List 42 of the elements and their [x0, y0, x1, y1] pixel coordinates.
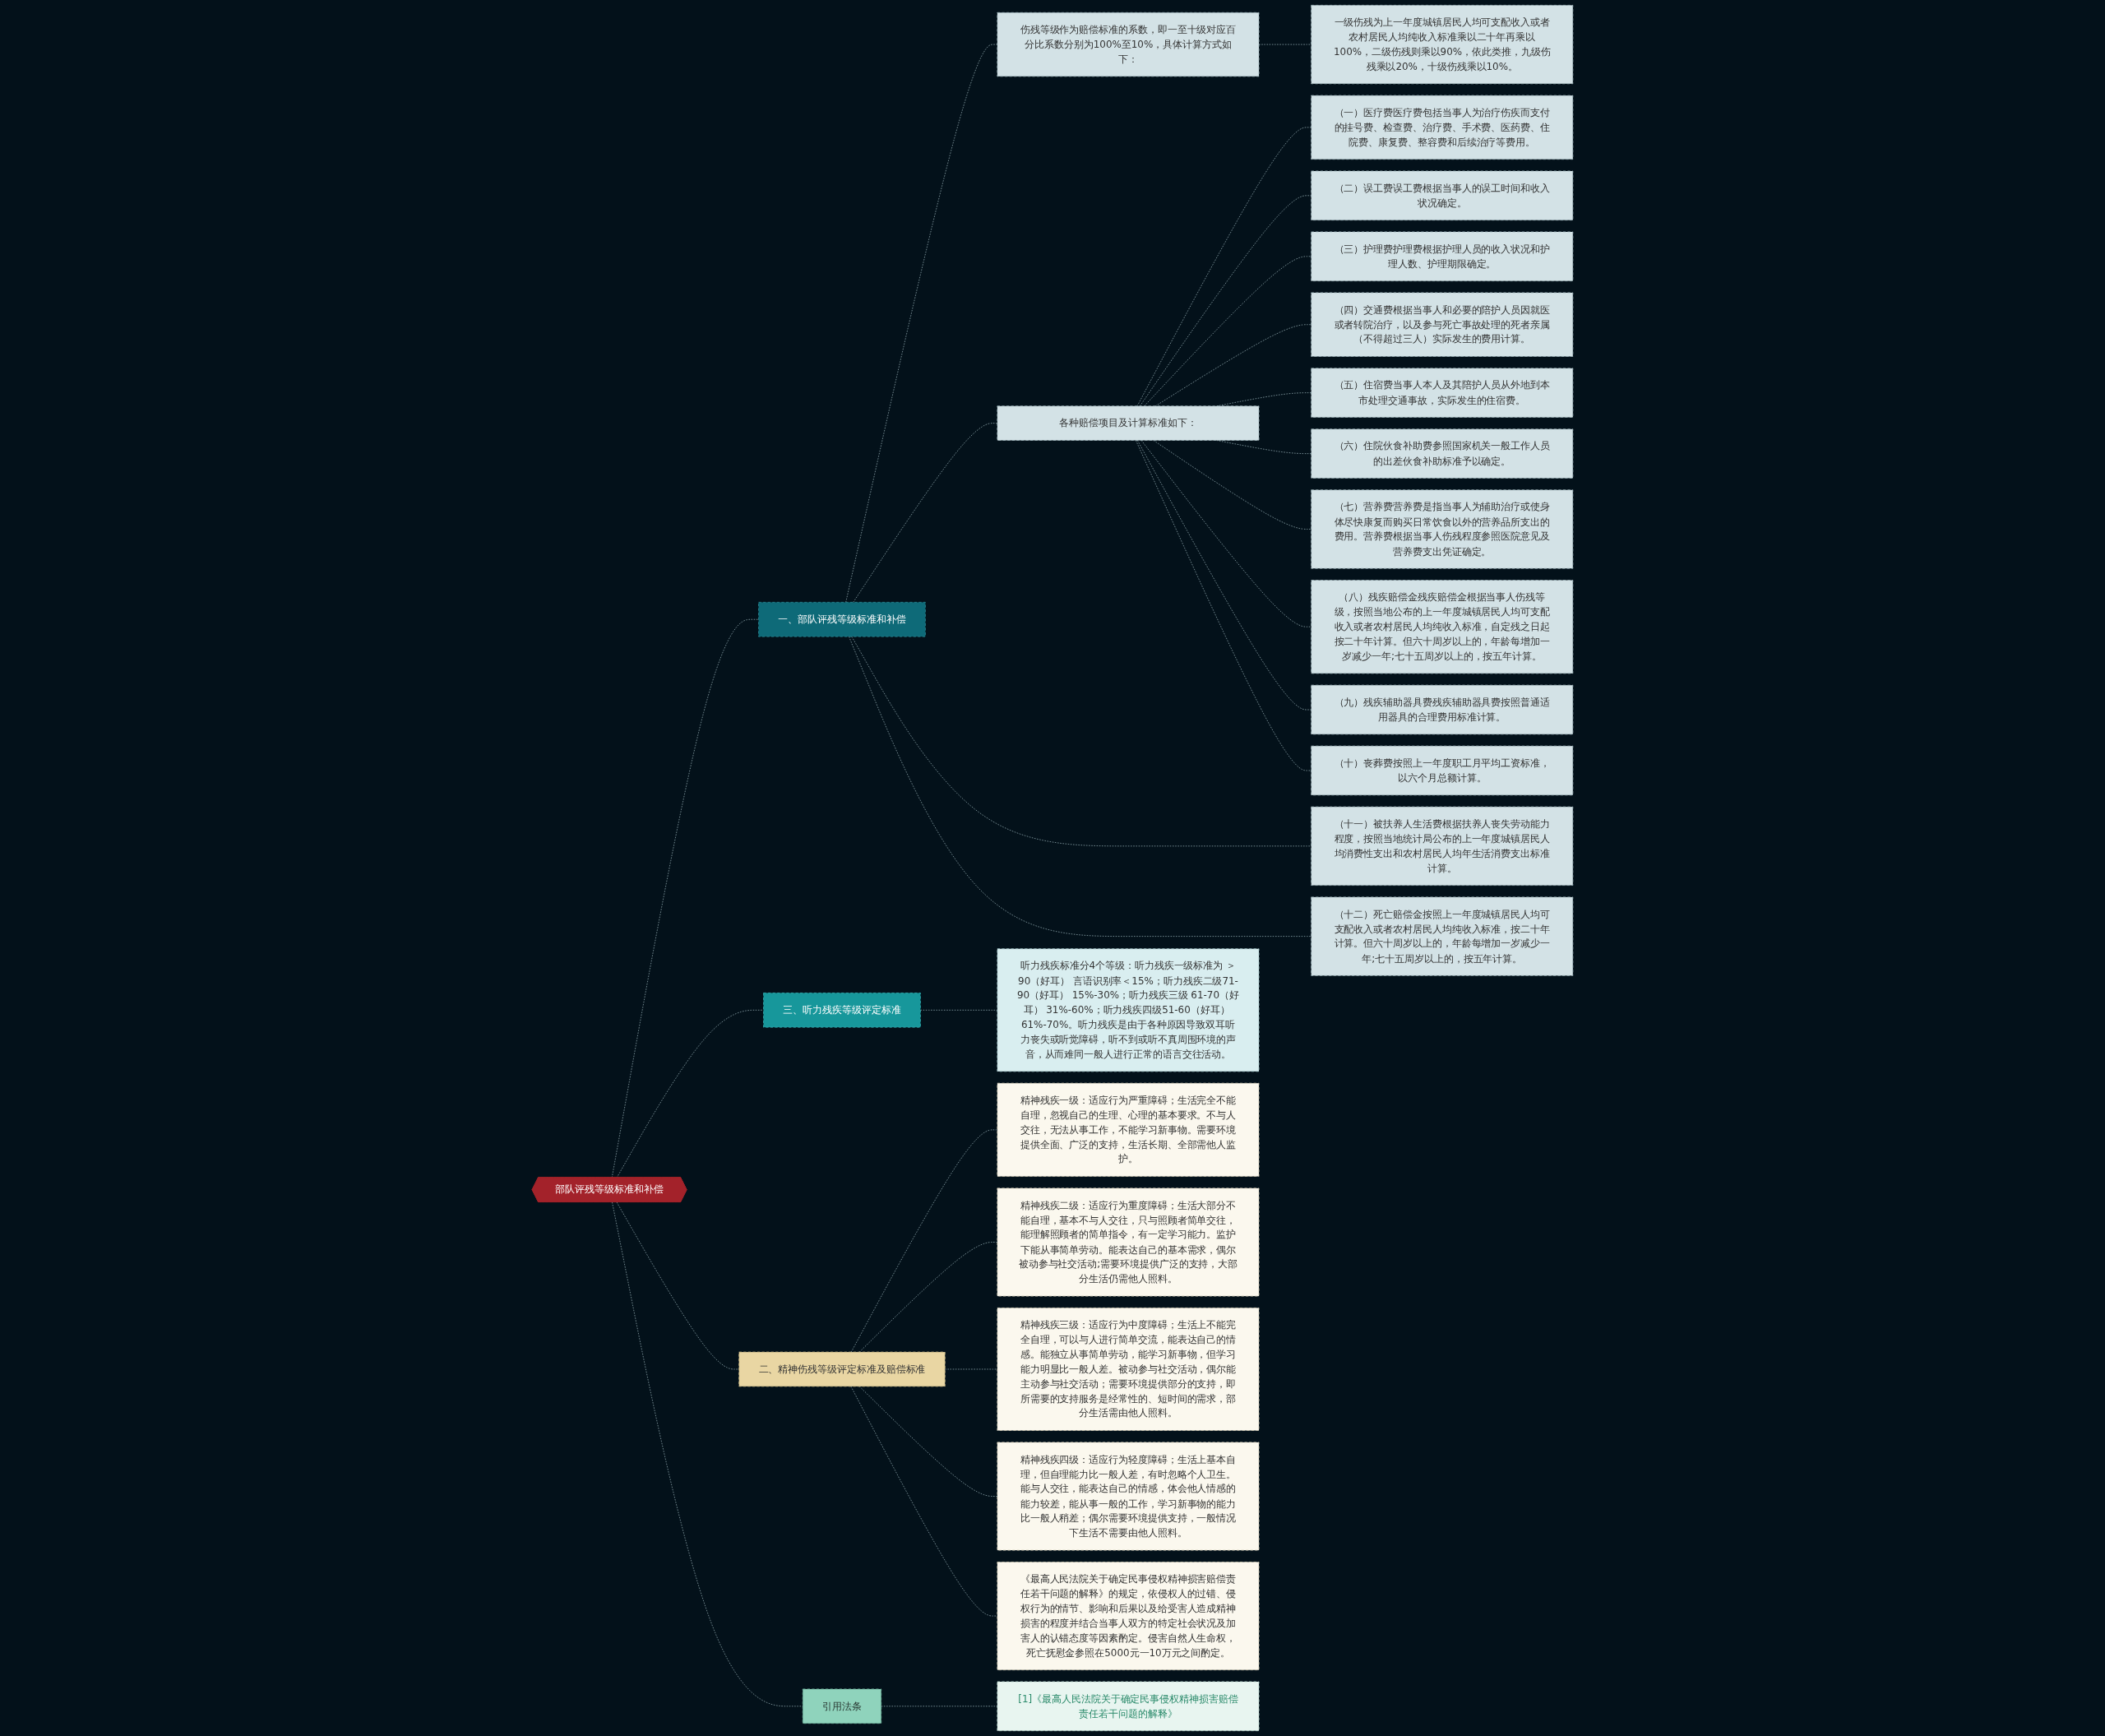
- connector: [1136, 440, 1312, 771]
- connector: [612, 1201, 803, 1707]
- connector: [1139, 195, 1312, 407]
- connector: [920, 1009, 998, 1011]
- node-box: 各种赔偿项目及计算标准如下：: [997, 405, 1260, 441]
- node-box: （八）残疾赔偿金残疾赔偿金根据当事人伤残等级，按照当地公布的上一年度城镇居民人均可支配收入或者农村居民人均纯收入标准，自定残之日起按二十年计算。但六十周岁以上的，年龄每增加一岁减少一年;七十五周岁以上的，按五年计算。: [1311, 580, 1574, 674]
- node-box: 伤残等级作为赔偿标准的系数，即一至十级对应百分比系数分别为100%至10%，具体计算方式如下：: [997, 12, 1260, 77]
- connector: [1137, 440, 1312, 711]
- connector: [850, 1386, 998, 1617]
- node-box: （二）误工费误工费根据当事人的误工时间和收入状况确定。: [1311, 170, 1574, 221]
- node-box: （九）残疾辅助器具费残疾辅助器具费按照普通适用器具的合理费用标准计算。: [1311, 684, 1574, 735]
- node-box: 二、精神伤残等级评定标准及赔偿标准: [738, 1351, 946, 1387]
- node-box: 精神残疾三级：适应行为中度障碍；生活上不能完全自理，可以与人进行简单交流，能表达自己的情感。能独立从事简单劳动，能学习新事物，但学习能力明显比一般人差。被动参与社交活动，偶尔能主动参与社交活动；需要环境提供部分的支持，即所需要的支持服务是经常性的、短时间的需求，部分生活需由他人照料。: [997, 1308, 1260, 1431]
- node-box: （十二）死亡赔偿金按照上一年度城镇居民人均可支配收入或者农村居民人均纯收入标准，按二十年计算。但六十周岁以上的，年龄每增加一岁减少一年;七十五周岁以上的，按五年计算。: [1311, 896, 1574, 976]
- node-box: （六）住院伙食补助费参照国家机关一般工作人员的出差伙食补助标准予以确定。: [1311, 428, 1574, 479]
- connector: [616, 1201, 740, 1370]
- connector: [1136, 127, 1312, 407]
- connector: [849, 636, 1312, 937]
- node-box: 精神残疾二级：适应行为重度障碍；生活大部分不能自理，基本不与人交往，只与照顾者简单交往，能理解照顾者的简单指令，有一定学习能力。监护下能从事简单劳动。能表达自己的基本需求，偶尔被动参与社交活动;需要环境提供广泛的支持，大部分生活仍需他人照料。: [997, 1187, 1260, 1297]
- node-box: 三、听力残疾等级评定标准: [763, 993, 921, 1028]
- node-box: 一、部队评残等级标准和补偿: [758, 601, 926, 637]
- connector: [851, 636, 1312, 847]
- connector: [1144, 256, 1312, 407]
- connector: [850, 1129, 998, 1353]
- node-box: （七）营养费营养费是指当事人为辅助治疗或使身体尽快康复而购买日常饮食以外的营养品所支出的费用。营养费根据当事人伤残程度参照医院意见及营养费支出凭证确定。: [1311, 489, 1574, 569]
- node-box: （十一）被扶养人生活费根据扶养人丧失劳动能力程度，按照当地统计局公布的上一年度城镇居民人均消费性支出和农村居民人均年生活消费支出标准计算。: [1311, 806, 1574, 886]
- connector: [1140, 440, 1312, 627]
- node-box: （一）医疗费医疗费包括当事人为治疗伤疾而支付的挂号费、检查费、治疗费、手术费、医药费、住院费、康复费、整容费和后续治疗等费用。: [1311, 95, 1574, 160]
- connector: [616, 1009, 764, 1178]
- node-box: （十）丧葬费按照上一年度职工月平均工资标准，以六个月总额计算。: [1311, 745, 1574, 796]
- node-box: 引用法条: [802, 1688, 882, 1724]
- node-box: （五）住宿费当事人本人及其陪护人员从外地到本市处理交通事故，实际发生的住宿费。: [1311, 368, 1574, 418]
- node-box: （三）护理费护理费根据护理人员的收入状况和护理人数、护理期限确定。: [1311, 231, 1574, 282]
- node-box: 听力残疾标准分4个等级：听力残疾一级标准为 ＞90（好耳） 言语识别率＜15%；听力残疾二级71-90（好耳） 15%-30%；听力残疾三级 61-70（好耳） 31%-60%；听力残疾四级51-60（好耳） 61%-70%。听力残疾是由于各种原因导致双耳听力丧失或听觉障碍，听不到或听不真周围环境的声音，从而难同一般人进行正常的语言交往活动。: [997, 948, 1260, 1072]
- node-box: 精神残疾四级：适应行为轻度障碍；生活上基本自理，但自理能力比一般人差，有时忽略个人卫生。能与人交往，能表达自己的情感，体会他人情感的能力较差，能从事一般的工作，学习新事物的能力比一般人稍差；偶尔需要环境提供支持，一般情况下生活不需要由他人照料。: [997, 1442, 1260, 1551]
- node-box: 精神残疾一级：适应行为严重障碍；生活完全不能自理，忽视自己的生理、心理的基本要求。不与人交往，无法从事工作，不能学习新事物。需要环境提供全面、广泛的支持，生活长期、全部需他人监护。: [997, 1082, 1260, 1177]
- node-box: [1]《最高人民法院关于确定民事侵权精神损害赔偿责任若干问题的解释》: [997, 1681, 1260, 1732]
- connector: [1153, 440, 1312, 530]
- node-box: 《最高人民法院关于确定民事侵权精神损害赔偿责任若干问题的解释》的规定，依侵权人的过错、侵权行为的情节、影响和后果以及给受害人造成精神损害的程度并结合当事人双方的特定社会状况及加害人的认错态度等因素酌定。侵害自然人生命权，死亡抚慰金参照在5000元一10万元之间酌定。: [997, 1562, 1260, 1671]
- connector: [881, 1706, 998, 1707]
- node-box: （四）交通费根据当事人和必要的陪护人员因就医或者转院治疗，以及参与死亡事故处理的死者亲属（不得超过三人）实际发生的费用计算。: [1311, 292, 1574, 357]
- node-box: 一级伤残为上一年度城镇居民人均可支配收入或者农村居民人均纯收入标准乘以二十年再乘以100%，二级伤残则乘以90%，依此类推，九级伤残乘以20%，十级伤残乘以10%。: [1311, 4, 1574, 85]
